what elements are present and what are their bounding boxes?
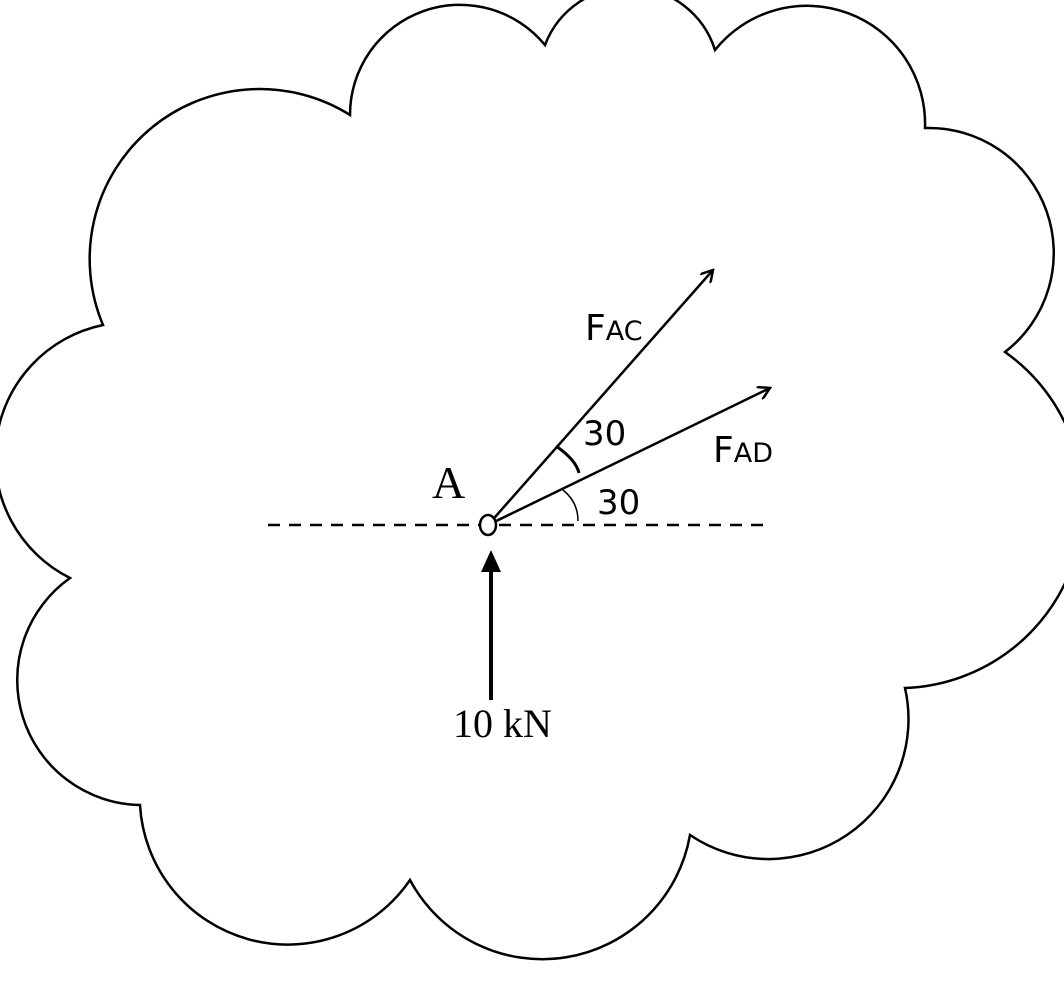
point-label-a: A xyxy=(432,457,465,508)
load-arrow-head xyxy=(481,550,501,572)
force-ad-main: F xyxy=(713,430,734,471)
load-label: 10 kN xyxy=(453,701,552,746)
force-ad-label: FAD xyxy=(713,430,773,471)
angle-label-ac-ad: 30 xyxy=(583,414,626,454)
force-ac-subscript: AC xyxy=(606,316,643,347)
angle-arc-ac-ad xyxy=(555,444,581,474)
cloud-boundary xyxy=(0,0,1064,961)
force-ad-subscript: AD xyxy=(734,438,773,469)
force-ac-arrow xyxy=(487,270,713,526)
force-ad-arrow xyxy=(487,388,770,527)
angle-arc-ad-horizontal xyxy=(562,489,579,522)
force-ac-main: F xyxy=(585,308,606,349)
angle-label-ad-horizontal: 30 xyxy=(597,483,640,523)
pin-joint-a xyxy=(478,513,498,537)
force-ac-label: FAC xyxy=(585,308,643,349)
